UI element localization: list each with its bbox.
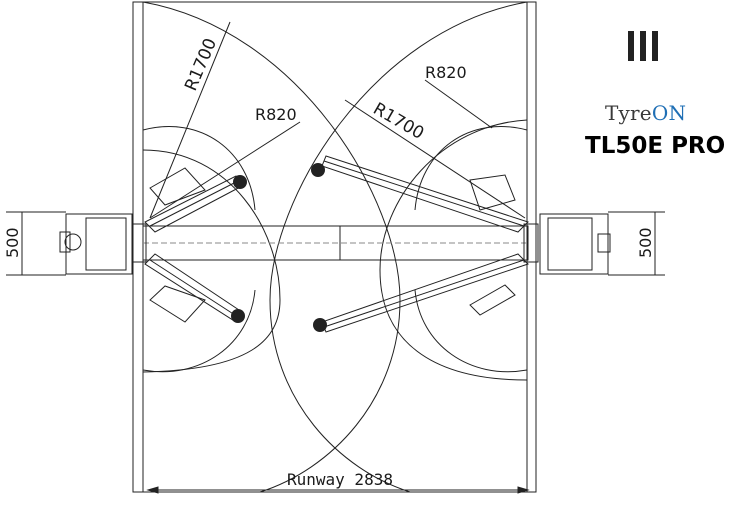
leader-r820-right [424, 79, 493, 129]
brand-block: TyreON TL50E PRO [585, 25, 735, 159]
runway-arrow-left [146, 486, 159, 494]
right-small-arc-bottom [414, 289, 528, 373]
left-upper-arm [144, 167, 243, 233]
brand-name-primary: Tyre [605, 101, 652, 125]
left-inner-arc [142, 149, 281, 373]
right-lower-arm [321, 253, 529, 333]
leader-r1700-right [344, 99, 526, 219]
label-post-width-right: 500 [636, 227, 655, 258]
right-large-arc [269, 1, 528, 493]
brand-name: TyreON [585, 101, 735, 125]
label-r820-right: R820 [425, 63, 467, 82]
right-inner-arc [379, 119, 528, 381]
leader-r820-left [149, 121, 301, 219]
left-post-body [85, 217, 127, 271]
pad-left-lower [231, 309, 245, 323]
left-small-arc-top [142, 126, 256, 211]
right-upper-arm [321, 155, 529, 233]
left-post-motor [64, 233, 82, 251]
pad-right-upper [311, 163, 325, 177]
left-zone-frame [132, 1, 537, 493]
pad-left-upper [233, 175, 247, 189]
runway-arrow-right [517, 486, 530, 494]
leader-r1700-left [149, 21, 231, 219]
right-small-arc-top [414, 126, 528, 211]
brand-name-accent: ON [651, 101, 687, 125]
left-post-base [65, 213, 133, 275]
right-post-plate [597, 233, 611, 253]
right-post-base [539, 213, 609, 275]
three-bars-logo-icon [628, 31, 658, 61]
label-r1700-left: R1700 [181, 35, 221, 94]
label-post-width-left: 500 [3, 227, 22, 258]
model-name: TL50E PRO [585, 133, 726, 159]
left-large-arc [142, 1, 401, 493]
beam-end-right [523, 223, 539, 263]
pad-right-lower [313, 318, 327, 332]
label-r820-left: R820 [255, 105, 297, 124]
left-post-plate [59, 231, 71, 253]
right-post-body [547, 217, 593, 271]
label-runway: Runway 2838 [287, 470, 393, 489]
left-small-arc-bottom [142, 289, 256, 373]
left-lower-arm [144, 253, 243, 323]
